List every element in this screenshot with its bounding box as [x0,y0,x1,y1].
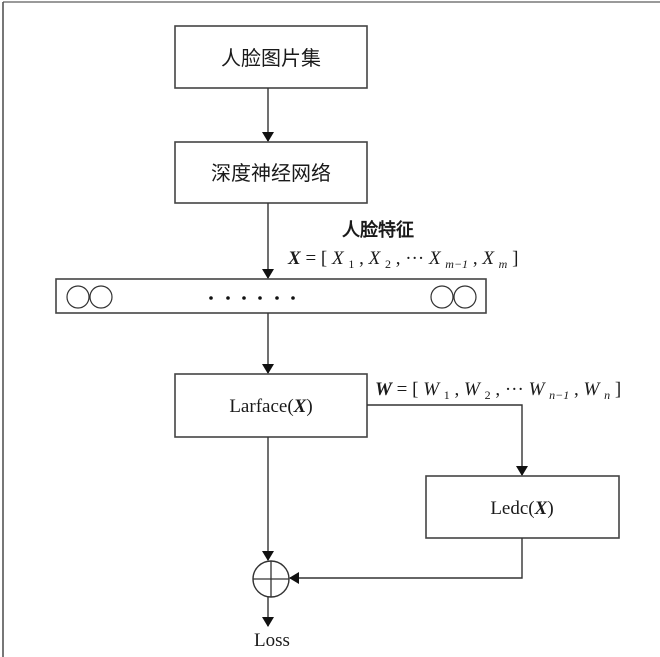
w-vector-formula: W = [ W 1 , W 2 , ··· W n−1 , W n ] [375,379,621,404]
w-sep: , ··· [495,379,523,400]
face-feature-label: 人脸特征 [342,219,414,241]
x-sub: m [499,257,508,271]
w-term: W [584,379,602,400]
larface-label: Larface(X) [229,396,312,417]
loss-label: Loss [254,630,290,651]
dot [291,296,295,300]
x-sub: 2 [385,257,391,271]
dnn-node: 深度神经网络 [174,141,368,204]
x-term: X [481,248,495,269]
w-formula-eq: = [ [397,379,419,400]
ledc-close: ) [547,498,553,519]
x-sep: , [359,248,369,269]
w-sep: , [455,379,465,400]
face-images-node: 人脸图片集 [174,25,368,89]
face-images-box [174,25,368,89]
x-bracket: ] [512,248,518,269]
x-term: X [331,248,345,269]
w-sub: n−1 [549,388,569,402]
dnn-box [174,141,368,204]
w-sub: 2 [485,388,491,402]
larface-fn: Larface( [229,396,293,417]
larface-node: Larface(X) [174,373,368,438]
face-images-label: 人脸图片集 [221,46,321,70]
ledc-var: X [534,498,549,519]
feature-cell-icon [66,285,90,309]
ledc-label: Ledc(X) [490,498,553,519]
x-sep: , ··· [396,248,424,269]
x-sub: m−1 [445,257,468,271]
arrow-ledc-to-sum [289,538,523,584]
ledc-node: Ledc(X) [425,475,620,539]
x-formula-lhs: X [287,248,302,269]
x-vector-formula: X = [ X 1 , X 2 , ··· X m−1 , X m ] [287,248,518,273]
w-formula-lhs: W [375,379,393,400]
x-sep: , [473,248,483,269]
w-term: W [529,379,547,400]
w-sep: , [574,379,584,400]
ellipsis-dots [209,296,295,300]
w-sub: 1 [444,388,450,402]
w-sub: n [604,388,610,402]
feature-vector-box [55,278,487,314]
feature-cell-icon [453,285,477,309]
larface-close: ) [306,396,312,417]
w-bracket: ] [615,379,621,400]
ledc-box [425,475,620,539]
w-term: W [423,379,441,400]
dot [275,296,279,300]
sum-node [252,560,290,598]
feature-cell-icon [430,285,454,309]
x-formula-eq: = [ [305,248,327,269]
dot [209,296,213,300]
larface-var: X [293,396,308,417]
w-term: W [464,379,482,400]
x-term: X [428,248,442,269]
arrow-larface-to-ledc [367,404,528,476]
dnn-label: 深度神经网络 [211,161,331,185]
x-term: X [368,248,382,269]
ledc-fn: Ledc( [490,498,534,519]
feature-cell-icon [89,285,113,309]
dot [242,296,246,300]
feature-vector-node [55,278,487,314]
dot [226,296,230,300]
x-sub: 1 [348,257,354,271]
dot [258,296,262,300]
